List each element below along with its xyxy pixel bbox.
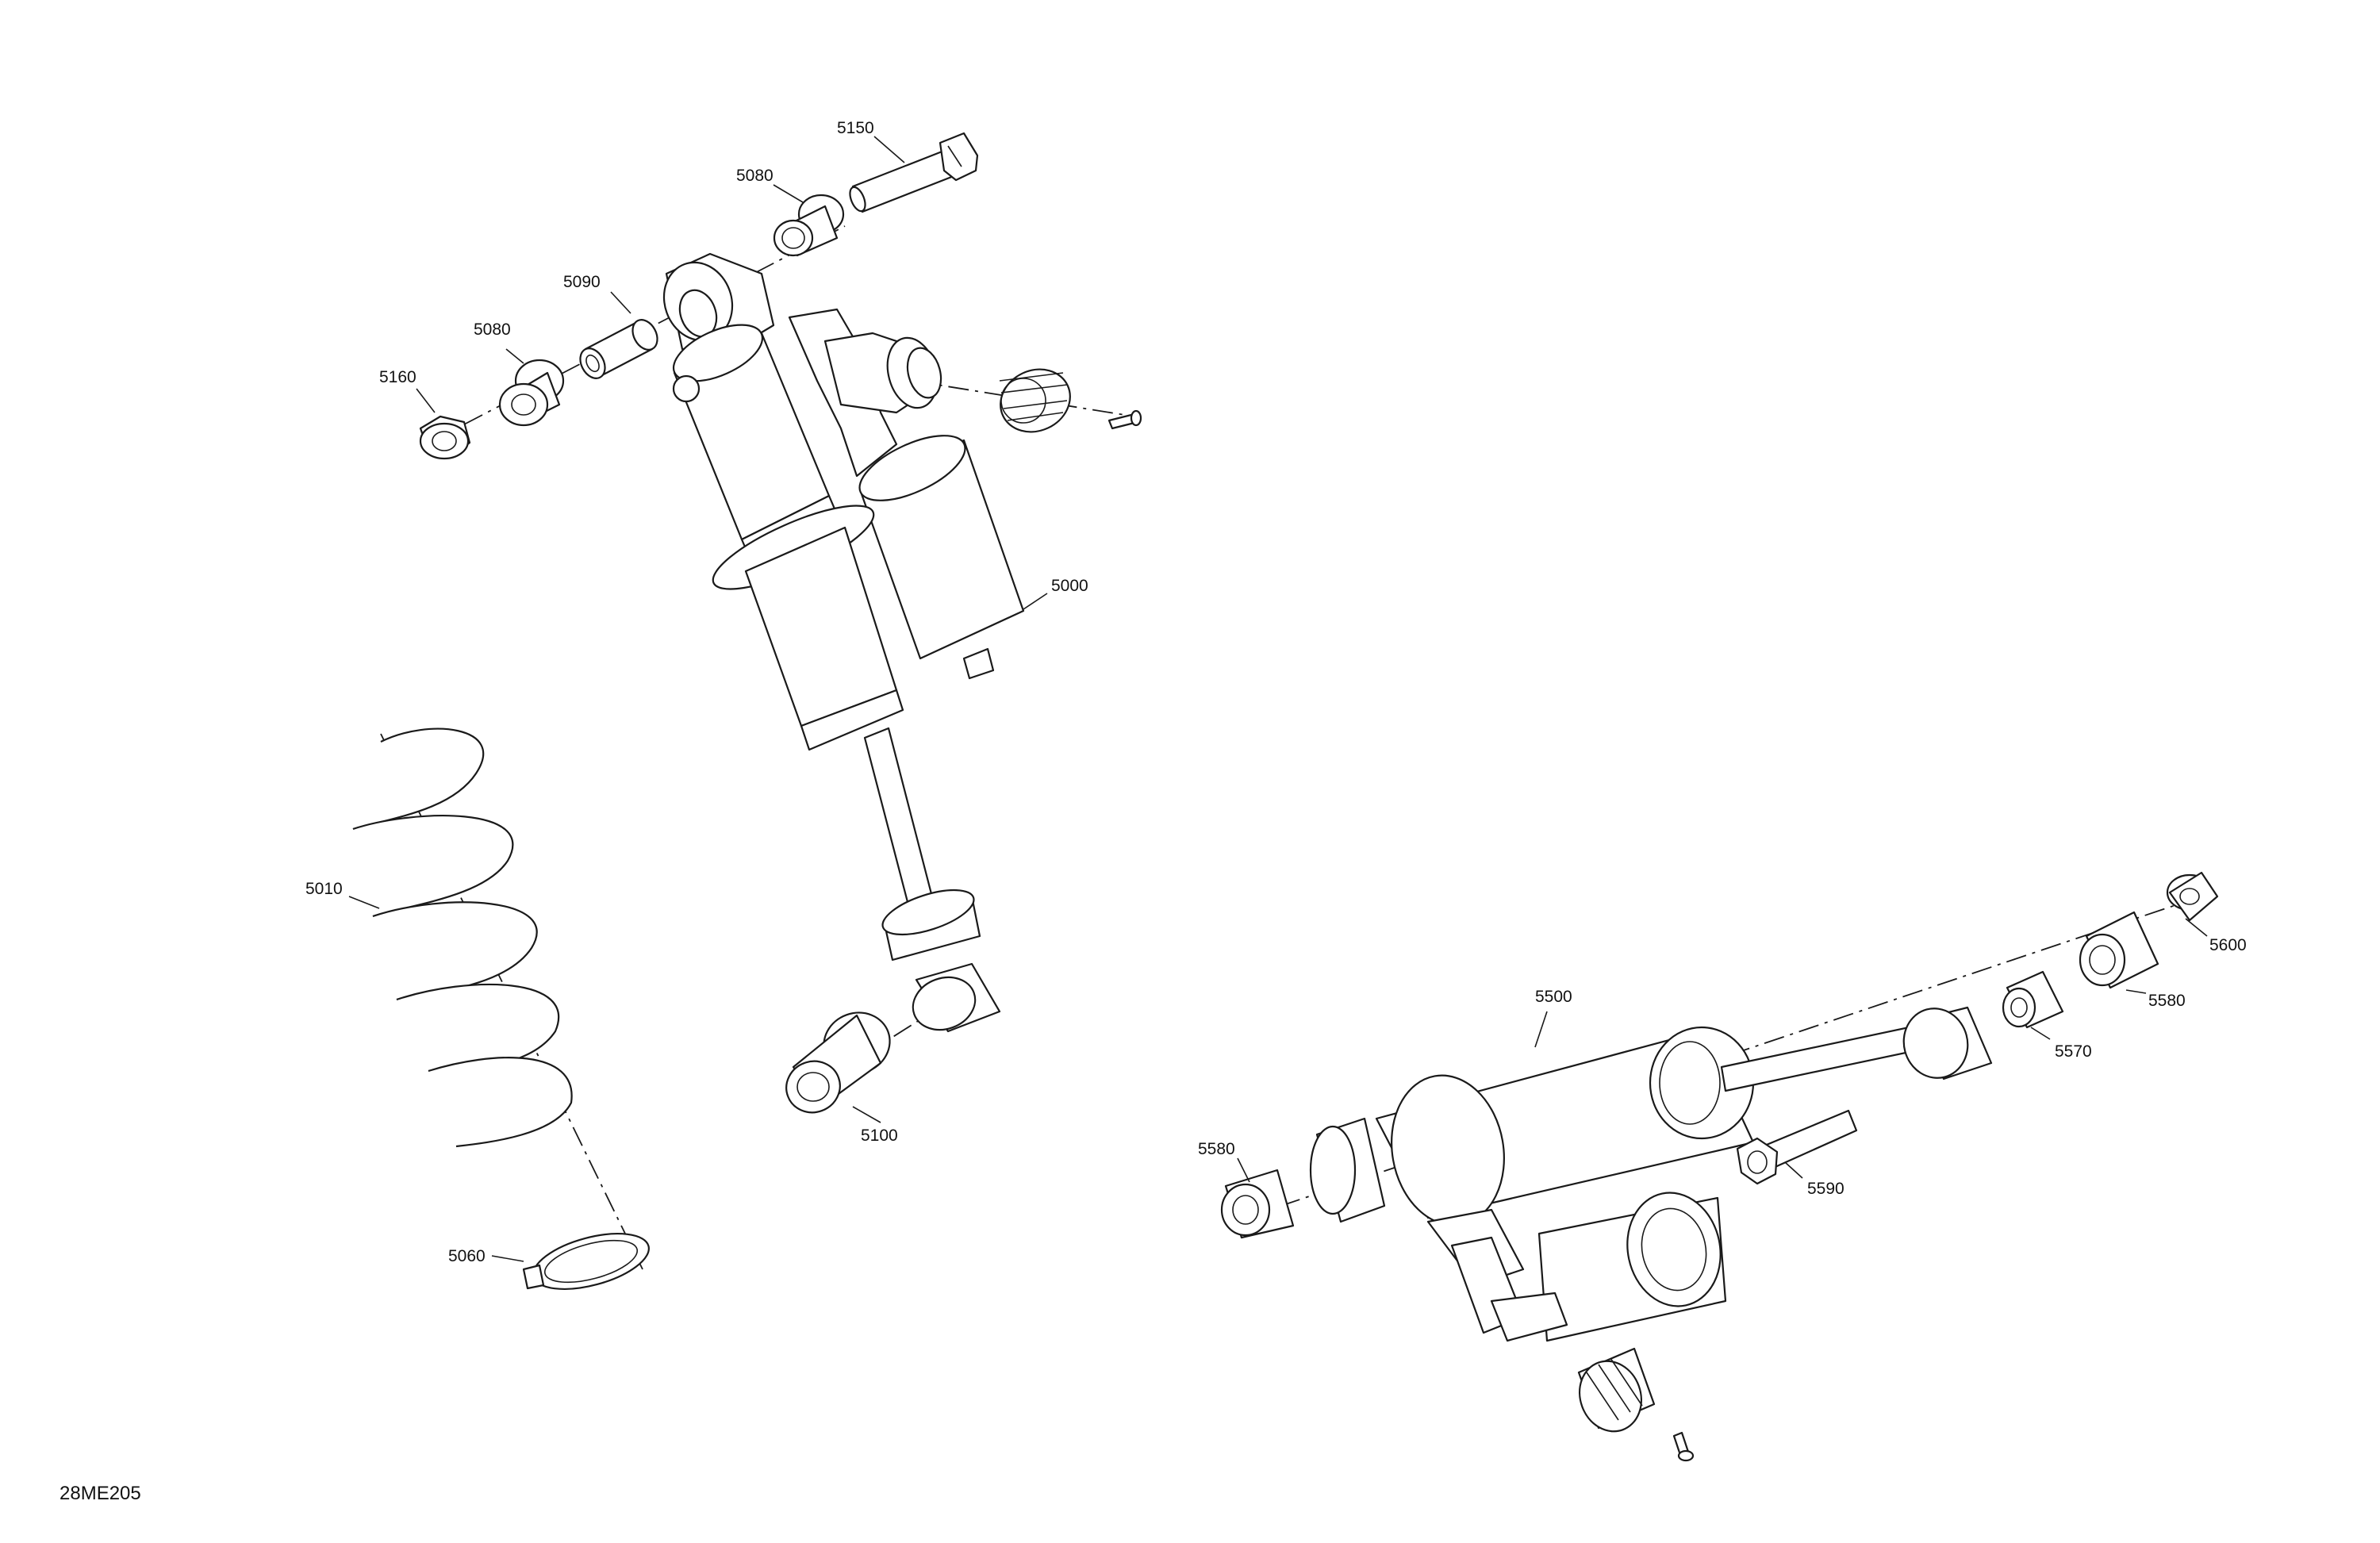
sleeve-5580-left: [1220, 1169, 1295, 1239]
callout-5080-left: 5080: [474, 320, 511, 339]
bolt-5150: [849, 132, 979, 213]
bushing-5100: [785, 1011, 891, 1114]
callout-5090: 5090: [563, 273, 601, 291]
callout-5000: 5000: [1051, 577, 1088, 595]
center-lines: [380, 225, 2190, 1270]
callout-5580-left: 5580: [1198, 1140, 1235, 1158]
shock-absorber-5000: [662, 252, 1025, 1033]
callout-5060: 5060: [448, 1247, 486, 1265]
callout-5010: 5010: [305, 880, 343, 898]
callout-5160: 5160: [379, 368, 416, 386]
callout-5150: 5150: [837, 119, 874, 137]
bushing-5080-left: [498, 359, 565, 427]
coil-spring-5010: [352, 727, 573, 1148]
callout-5100: 5100: [861, 1127, 898, 1145]
sleeve-5580-right: [2079, 911, 2159, 989]
nut-5160: [419, 415, 471, 460]
leader-lines: [348, 136, 2208, 1262]
spacer-5570: [2002, 970, 2064, 1029]
nut-5600: [2166, 871, 2219, 922]
shock-absorber-5500: [1309, 1006, 1993, 1342]
callout-5570: 5570: [2055, 1042, 2092, 1061]
callout-5580-right: 5580: [2148, 992, 2186, 1010]
bushing-5080-top: [773, 194, 845, 257]
callout-5590: 5590: [1807, 1180, 1844, 1198]
screw-lower: [1672, 1431, 1695, 1462]
screw-upper: [1107, 409, 1142, 430]
callout-5080-top: 5080: [736, 167, 774, 185]
diagram-code: 28ME205: [60, 1483, 141, 1504]
spacer-5090: [579, 319, 658, 379]
bolt-5590: [1736, 1109, 1858, 1185]
callout-5500: 5500: [1535, 988, 1572, 1006]
callout-5600: 5600: [2209, 936, 2247, 954]
adjuster-knob-upper: [999, 368, 1071, 433]
adjuster-knob-lower: [1577, 1347, 1656, 1433]
retainer-clip-5060: [522, 1233, 650, 1290]
